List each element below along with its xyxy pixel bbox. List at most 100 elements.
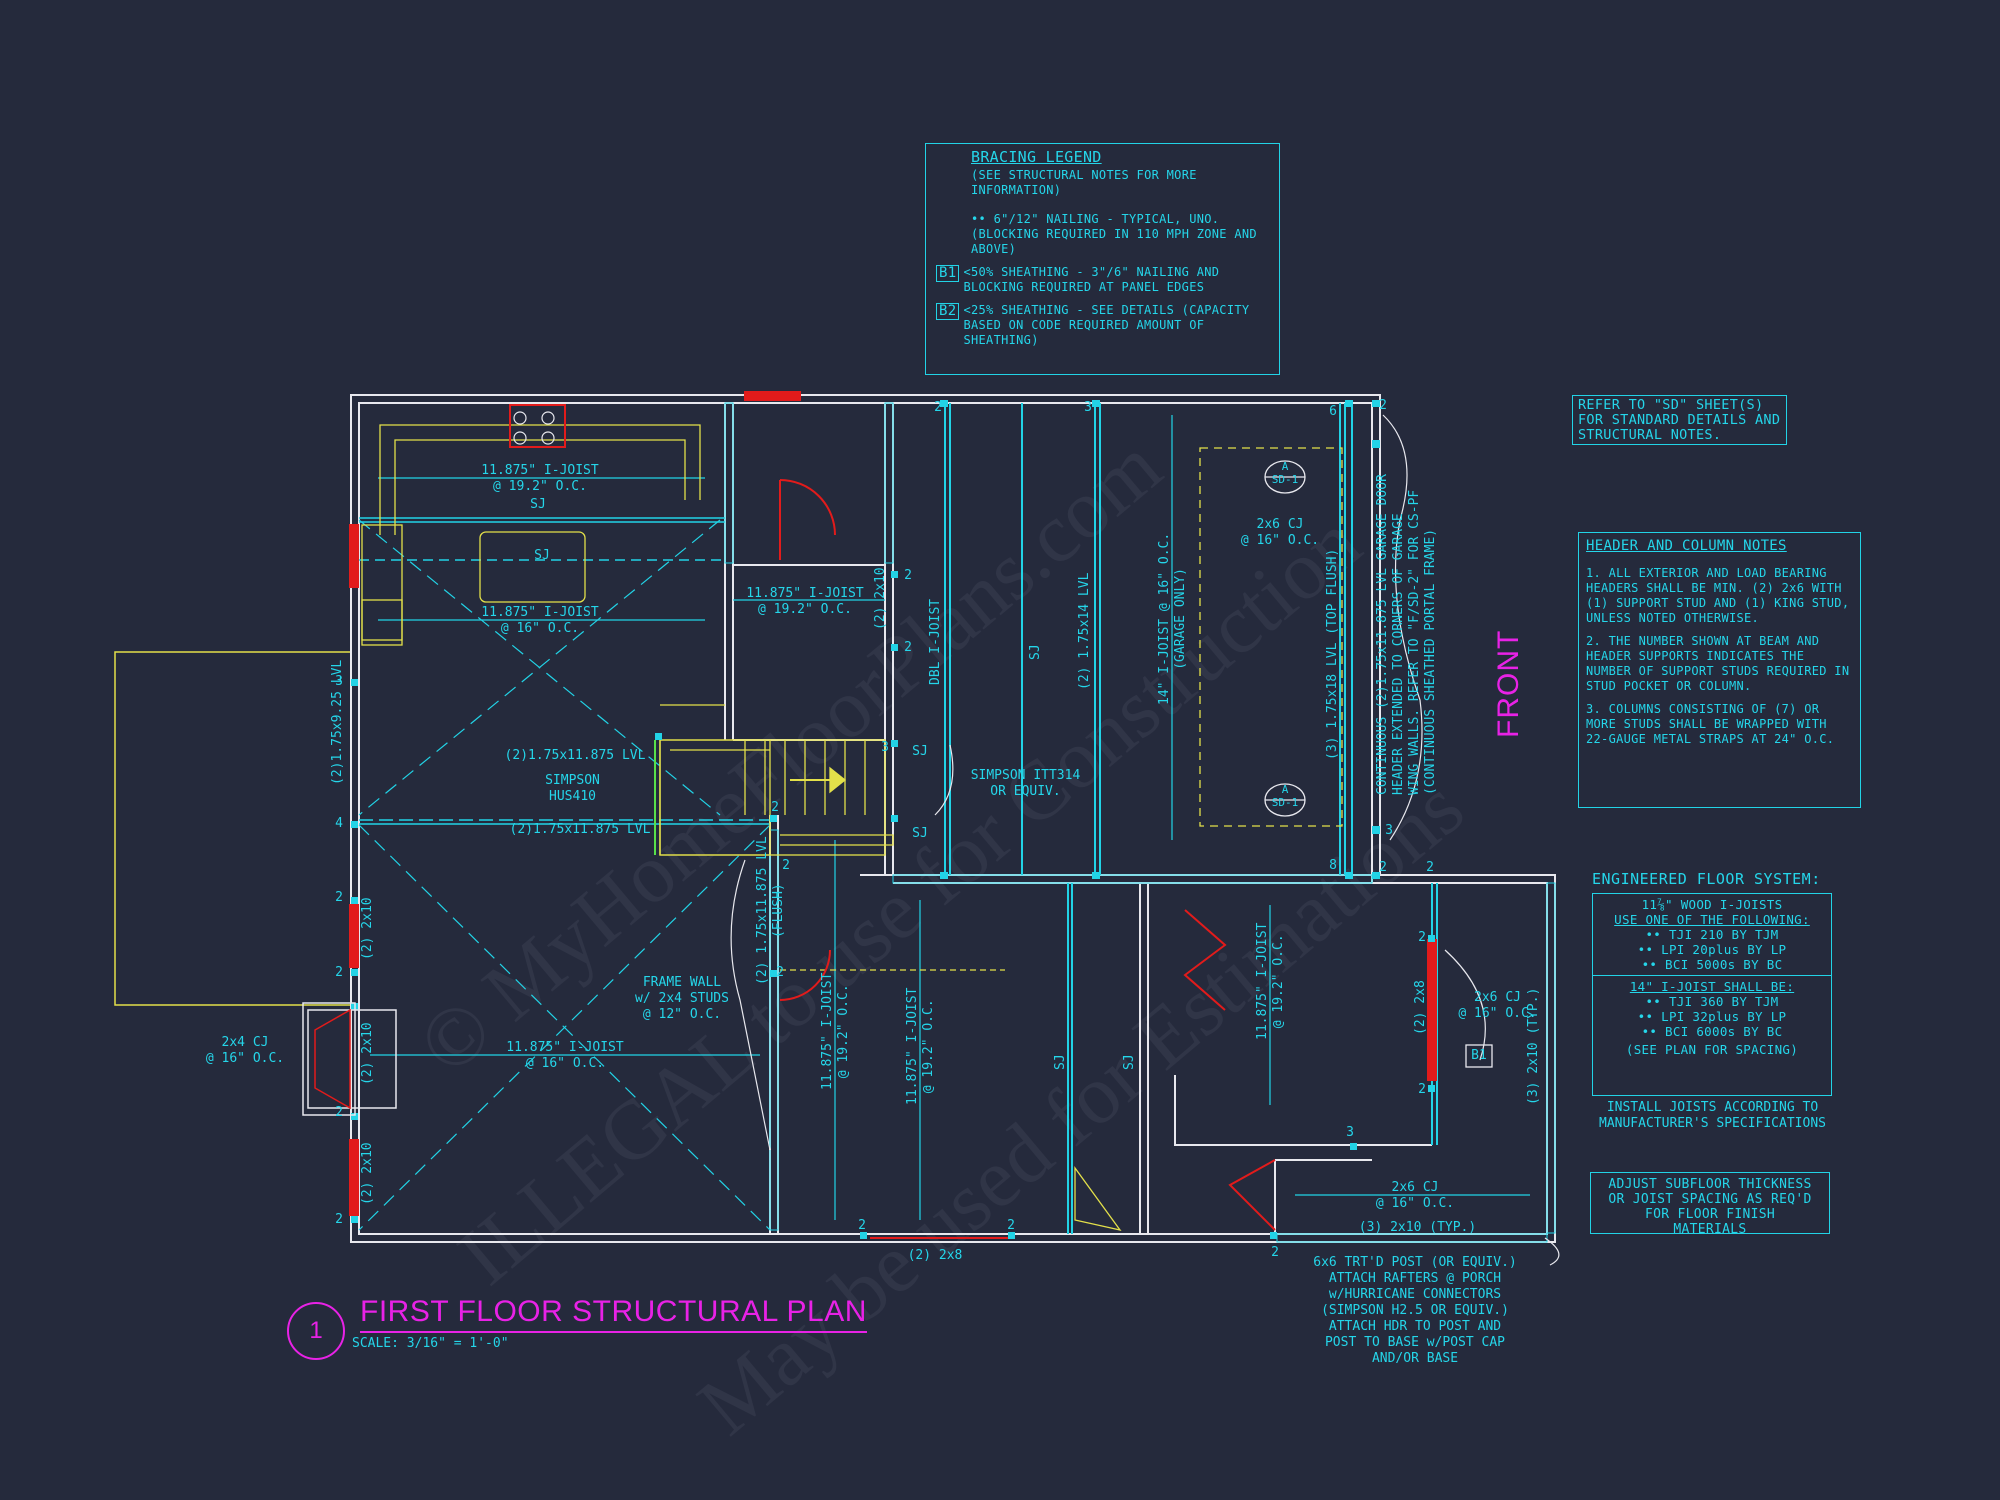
- label-kitchen-joist2: 11.875" I-JOIST @ 16" O.C.: [470, 605, 610, 637]
- ef-spacing: (SEE PLAN FOR SPACING): [1625, 1042, 1799, 1057]
- label-sj-island: SJ: [534, 548, 550, 563]
- label-office-joist: 11.875" I-JOIST @ 19.2" O.C.: [820, 973, 852, 1090]
- post-note-4: (SIMPSON H2.5 OR EQUIV.): [1321, 1303, 1509, 1318]
- stud-count: 2: [1271, 1245, 1279, 1260]
- stud-count: 2: [335, 890, 343, 905]
- label-porch-2x10: (3) 2x10 (TYP.): [1526, 987, 1541, 1105]
- stair: [659, 739, 886, 856]
- ef-opt2-b: •• LPI 32plus BY LP: [1637, 1009, 1787, 1024]
- label-office-joist2-2: @ 19.2" O.C.: [921, 999, 936, 1094]
- post-note: 6x6 TRT'D POST (OR EQUIV.) ATTACH RAFTER…: [1300, 1255, 1530, 1367]
- label-kitchen-joist: 11.875" I-JOIST @ 19.2" O.C.: [470, 463, 610, 495]
- label-bath-joist-2: @ 19.2" O.C.: [758, 602, 852, 617]
- stud-count: 2: [1379, 398, 1387, 413]
- range: [513, 411, 555, 445]
- diagonal-bracing: [358, 519, 771, 1231]
- stud-count: 2: [771, 800, 779, 815]
- label-sd-a1-letter: A: [1281, 460, 1289, 473]
- label-left-2x10-c: (2) 2x10: [360, 1142, 375, 1205]
- label-sj-office-b: SJ: [1122, 1054, 1137, 1070]
- b1-marker: [1465, 1044, 1493, 1068]
- ef-joist14: 14" I-JOIST SHALL BE:: [1629, 979, 1795, 994]
- label-bottom-cj-1: 2x6 CJ: [1391, 1180, 1439, 1195]
- ef-install-note: INSTALL JOISTS ACCORDING TO MANUFACTURER…: [1599, 1100, 1826, 1131]
- label-frame-wall: FRAME WALL w/ 2x4 STUDS @ 12" O.C.: [632, 975, 732, 1023]
- label-bed-joist: 11.875" I-JOIST @ 19.2" O.C.: [1255, 923, 1287, 1040]
- label-office-joist-2: @ 19.2" O.C.: [836, 984, 851, 1079]
- label-simpson-hus-2: HUS410: [549, 789, 596, 804]
- b1-text: <50% SHEATHING - 3"/6" NAILING AND BLOCK…: [963, 265, 1220, 294]
- label-simpson-itt: SIMPSON ITT314 OR EQUIV.: [968, 768, 1083, 800]
- label-sj-kitchen: SJ: [530, 497, 546, 512]
- label-garage-joist: 14" I-JOIST @ 16" O.C. (GARAGE ONLY): [1157, 533, 1189, 705]
- label-bed-joist-2: @ 19.2" O.C.: [1271, 934, 1286, 1029]
- label-office-joist2: 11.875" I-JOIST @ 19.2" O.C.: [905, 988, 937, 1105]
- label-cj-garage-2: @ 16" O.C.: [1240, 533, 1320, 548]
- header-column-notes: HEADER AND COLUMN NOTES 1. ALL EXTERIOR …: [1578, 532, 1861, 808]
- label-porch-2x8: (2) 2x8: [1413, 980, 1428, 1035]
- stud-count: 2: [1418, 930, 1426, 945]
- label-dbl-ijoist: DBL I-JOIST: [928, 598, 943, 685]
- bracing-legend: BRACING LEGEND (SEE STRUCTURAL NOTES FOR…: [925, 143, 1280, 375]
- label-simpson-itt-1: SIMPSON ITT314: [970, 768, 1081, 783]
- drawing-number: 1: [287, 1302, 345, 1360]
- stud-count: 2: [1418, 1082, 1426, 1097]
- label-sj-office-a: SJ: [1053, 1054, 1068, 1070]
- label-kitchen-joist2-2: @ 16" O.C.: [500, 621, 580, 636]
- drawing-title: FIRST FLOOR STRUCTURAL PLAN: [360, 1295, 867, 1333]
- label-garage-joist-2: (GARAGE ONLY): [1173, 568, 1188, 670]
- garage-beams: [944, 403, 1438, 1234]
- post-note-2: ATTACH RAFTERS @ PORCH: [1328, 1271, 1502, 1286]
- b2-text: <25% SHEATHING - SEE DETAILS (CAPACITY B…: [963, 303, 1250, 347]
- refer-note: REFER TO "SD" SHEET(S) FOR STANDARD DETA…: [1572, 395, 1787, 445]
- label-continuous-4: (CONTINUOUS SHEATHED PORTAL FRAME): [1423, 528, 1438, 795]
- bracing-legend-line1: •• 6"/12" NAILING - TYPICAL, UNO. (BLOCK…: [971, 212, 1257, 256]
- label-bath-joist-1: 11.875" I-JOIST: [746, 586, 864, 601]
- label-bed-joist-1: 11.875" I-JOIST: [1255, 922, 1270, 1040]
- ef-opt2-a: •• TJI 360 BY TJM: [1645, 994, 1779, 1009]
- ef-use-one: USE ONE OF THE FOLLOWING:: [1614, 912, 1810, 927]
- label-lvl-flush-1: (2) 1.75x11.875 LVL: [755, 836, 770, 985]
- stud-count: 2: [782, 858, 790, 873]
- label-office-joist2-1: 11.875" I-JOIST: [905, 987, 920, 1105]
- stud-count: 2: [335, 1212, 343, 1227]
- interior-walls: [724, 403, 1433, 1234]
- bracing-legend-title: BRACING LEGEND: [971, 148, 1102, 166]
- header-note-1: 1. ALL EXTERIOR AND LOAD BEARING HEADERS…: [1586, 566, 1850, 625]
- label-dining-joist-2: @ 16" O.C.: [525, 1056, 605, 1071]
- bracing-legend-subtitle: (SEE STRUCTURAL NOTES FOR MORE INFORMATI…: [971, 168, 1197, 197]
- label-dining-joist: 11.875" I-JOIST @ 16" O.C.: [495, 1040, 635, 1072]
- label-simpson-itt-2: OR EQUIV.: [990, 784, 1061, 799]
- stud-count: 2: [904, 568, 912, 583]
- label-left-2x10-b: (2) 2x10: [360, 1022, 375, 1085]
- stud-count: 2: [776, 965, 784, 980]
- section-markers: [1264, 460, 1306, 817]
- label-porch-cj-2: @ 16" O.C.: [1458, 1006, 1537, 1021]
- label-simpson-hus-1: SIMPSON: [545, 773, 600, 788]
- label-sj-stair-b: SJ: [912, 826, 928, 841]
- porch-outline-left: [114, 651, 352, 1006]
- label-continuous: CONTINUOUS (2)1.75x11.875 LVL GARAGE DOO…: [1375, 474, 1439, 795]
- label-bottom-2x10: (3) 2x10 (TYP.): [1358, 1220, 1477, 1235]
- label-sd-a2-letter: A: [1281, 783, 1289, 796]
- header-notes-title: HEADER AND COLUMN NOTES: [1586, 538, 1787, 554]
- label-office-joist-1: 11.875" I-JOIST: [820, 972, 835, 1090]
- post-note-1: 6x6 TRT'D POST (OR EQUIV.): [1313, 1255, 1517, 1270]
- ef-opt2-c: •• BCI 6000s BY BC: [1641, 1024, 1783, 1039]
- stud-count: 2: [904, 640, 912, 655]
- stud-count: 2: [858, 1218, 866, 1233]
- label-sd-a1-sheet: SD-1: [1271, 473, 1299, 486]
- label-kitchen-joist2-1: 11.875" I-JOIST: [481, 605, 599, 620]
- openings-red: [349, 391, 1437, 1239]
- label-cj-left-2: @ 16" O.C.: [205, 1051, 285, 1066]
- label-continuous-2: HEADER EXTENDED TO CORNERS OF GARAGE: [1391, 513, 1406, 795]
- ef-wood: 11⅞" WOOD I-JOISTS: [1641, 897, 1783, 912]
- leader-lines: [730, 414, 1560, 1266]
- b2-tag: B2: [936, 303, 960, 320]
- label-frame-wall-2: w/ 2x4 STUDS: [635, 991, 729, 1006]
- label-kitchen-joist-2: @ 19.2" O.C.: [493, 479, 587, 494]
- label-sd-a2-sheet: SD-1: [1271, 796, 1299, 809]
- label-frame-wall-3: @ 12" O.C.: [642, 1007, 722, 1022]
- label-bottom-cj-2: @ 16" O.C.: [1375, 1196, 1455, 1211]
